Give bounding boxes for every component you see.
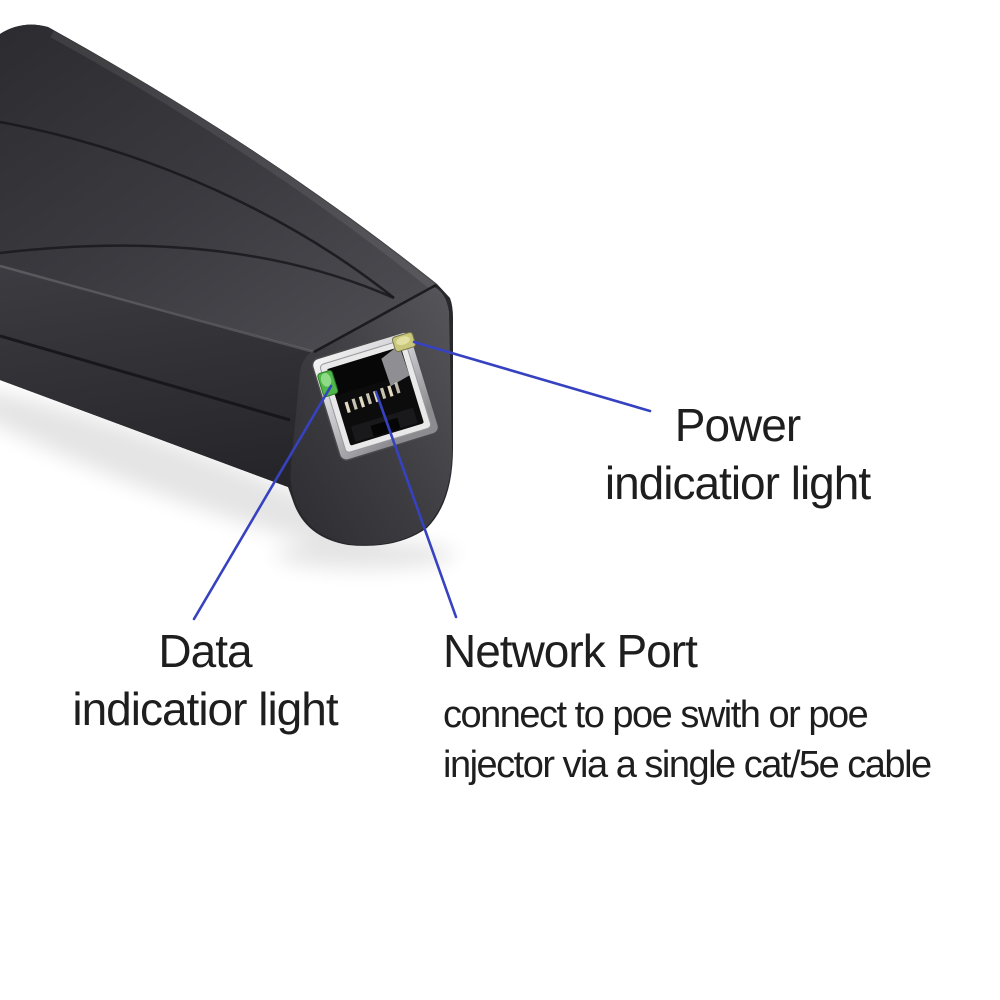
- network-description-line1: connect to poe swith or poe: [443, 694, 869, 736]
- power-led: [391, 331, 416, 352]
- front-top-edge: [313, 283, 437, 354]
- data-label-line1: Data: [158, 625, 252, 677]
- device-top-face: [0, 24, 437, 353]
- device-side-face: [0, 264, 316, 505]
- network-port: [311, 331, 440, 461]
- side-ridge-highlight: [0, 264, 315, 354]
- port-pins: [344, 382, 401, 414]
- port-latch-tab: [381, 345, 410, 387]
- top-edge-highlight: [50, 30, 436, 290]
- power-indication-label: Power indicatior light: [565, 396, 910, 512]
- data-indication-label: Data indicatior light: [40, 622, 370, 738]
- network-description-line2: injector via a single cat/5e cable: [443, 744, 932, 786]
- data-led: [317, 370, 339, 397]
- callout-line-power: [412, 340, 652, 413]
- port-latch-slot: [370, 417, 401, 437]
- side-seam-groove: [0, 334, 291, 422]
- power-label-line1: Power: [674, 399, 801, 451]
- device-shadow: [0, 387, 455, 569]
- callout-line-data: [192, 384, 333, 621]
- callout-line-network: [374, 390, 458, 619]
- seam-curve-upper: [0, 120, 395, 299]
- network-port-label: Network Port connect to poe swith or poe…: [443, 622, 1000, 790]
- network-label-description: connect to poe swith or poe injector via…: [443, 690, 1000, 790]
- network-label-title: Network Port: [443, 625, 698, 677]
- seam-curve-lower: [0, 244, 395, 300]
- data-label-line2: indicatior light: [72, 683, 338, 735]
- power-label-line2: indicatior light: [604, 457, 871, 509]
